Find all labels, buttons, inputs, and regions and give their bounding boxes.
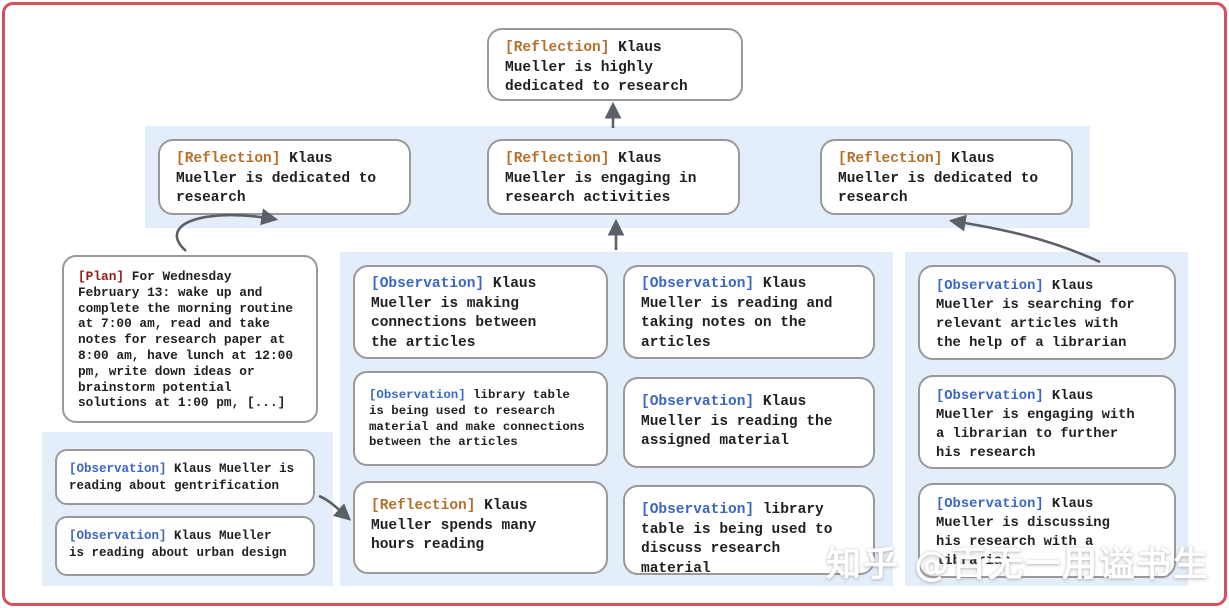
plan-tag-label: [Plan] xyxy=(78,269,125,284)
node-text: Klaus Mueller is discussing his research… xyxy=(936,497,1110,569)
node-observation-engaging-librarian: [Observation] Klaus Mueller is engaging … xyxy=(918,375,1176,469)
node-text: library table is being used to research … xyxy=(369,388,585,450)
node-observation-discussing-research: [Observation] Klaus Mueller is discussin… xyxy=(918,483,1176,578)
node-text: Klaus Mueller is highly dedicated to res… xyxy=(505,40,688,95)
observation-tag-label: [Observation] xyxy=(936,389,1044,404)
node-text: Klaus Mueller spends many hours reading xyxy=(371,498,537,553)
node-observation-searching-articles: [Observation] Klaus Mueller is searching… xyxy=(918,265,1176,360)
node-reflection-middle: [Reflection] Klaus Mueller is engaging i… xyxy=(487,139,740,215)
node-text: Klaus Mueller is dedicated to research xyxy=(838,151,1039,206)
reflection-tag-label: [Reflection] xyxy=(371,498,476,514)
node-text: Klaus Mueller is engaging with a librari… xyxy=(936,389,1135,461)
node-plan: [Plan] For Wednesday February 13: wake u… xyxy=(62,255,318,423)
reflection-tag-label: [Reflection] xyxy=(176,151,281,167)
node-reflection-left: [Reflection] Klaus Mueller is dedicated … xyxy=(158,139,411,215)
watermark: 知乎 @百无一用谥书生 xyxy=(826,545,1211,585)
node-reflection-right: [Reflection] Klaus Mueller is dedicated … xyxy=(820,139,1073,215)
reflection-tag-label: [Reflection] xyxy=(838,151,943,167)
node-observation-urban-design: [Observation] Klaus Mueller is reading a… xyxy=(55,516,315,576)
node-text: Klaus Mueller is searching for relevant … xyxy=(936,279,1135,351)
reflection-tag-label: [Reflection] xyxy=(505,40,610,56)
node-text: Klaus Mueller is reading and taking note… xyxy=(641,276,833,351)
node-observation-assigned-material: [Observation] Klaus Mueller is reading t… xyxy=(623,377,875,468)
node-observation-gentrification: [Observation] Klaus Mueller is reading a… xyxy=(55,449,315,505)
node-observation-taking-notes: [Observation] Klaus Mueller is reading a… xyxy=(623,265,875,359)
node-text: For Wednesday February 13: wake up and c… xyxy=(78,269,294,411)
node-text: Klaus Mueller is reading about urban des… xyxy=(69,529,287,560)
node-observation-connections: [Observation] Klaus Mueller is making co… xyxy=(353,265,608,359)
node-reflection-root: [Reflection] Klaus Mueller is highly ded… xyxy=(487,28,743,101)
node-text: Klaus Mueller is dedicated to research xyxy=(176,151,377,206)
observation-tag-label: [Observation] xyxy=(641,394,755,410)
observation-tag-label: [Observation] xyxy=(69,529,167,543)
observation-tag-label: [Observation] xyxy=(936,279,1044,294)
observation-tag-label: [Observation] xyxy=(641,276,755,292)
node-text: Klaus Mueller is making connections betw… xyxy=(371,276,537,351)
node-text: library table is being used to discuss r… xyxy=(641,502,833,577)
node-text: Klaus Mueller is engaging in research ac… xyxy=(505,151,697,206)
node-observation-library-research: [Observation] library table is being use… xyxy=(353,371,608,466)
reflection-tag-label: [Reflection] xyxy=(505,151,610,167)
observation-tag-label: [Observation] xyxy=(69,462,167,476)
observation-tag-label: [Observation] xyxy=(369,388,466,402)
observation-tag-label: [Observation] xyxy=(641,502,755,518)
node-reflection-hours-reading: [Reflection] Klaus Mueller spends many h… xyxy=(353,481,608,574)
node-observation-library-discuss: [Observation] library table is being use… xyxy=(623,485,875,577)
observation-tag-label: [Observation] xyxy=(936,497,1044,512)
observation-tag-label: [Observation] xyxy=(371,276,485,292)
node-text: Klaus Mueller is reading the assigned ma… xyxy=(641,394,833,449)
node-text: Klaus Mueller is reading about gentrific… xyxy=(69,462,295,493)
